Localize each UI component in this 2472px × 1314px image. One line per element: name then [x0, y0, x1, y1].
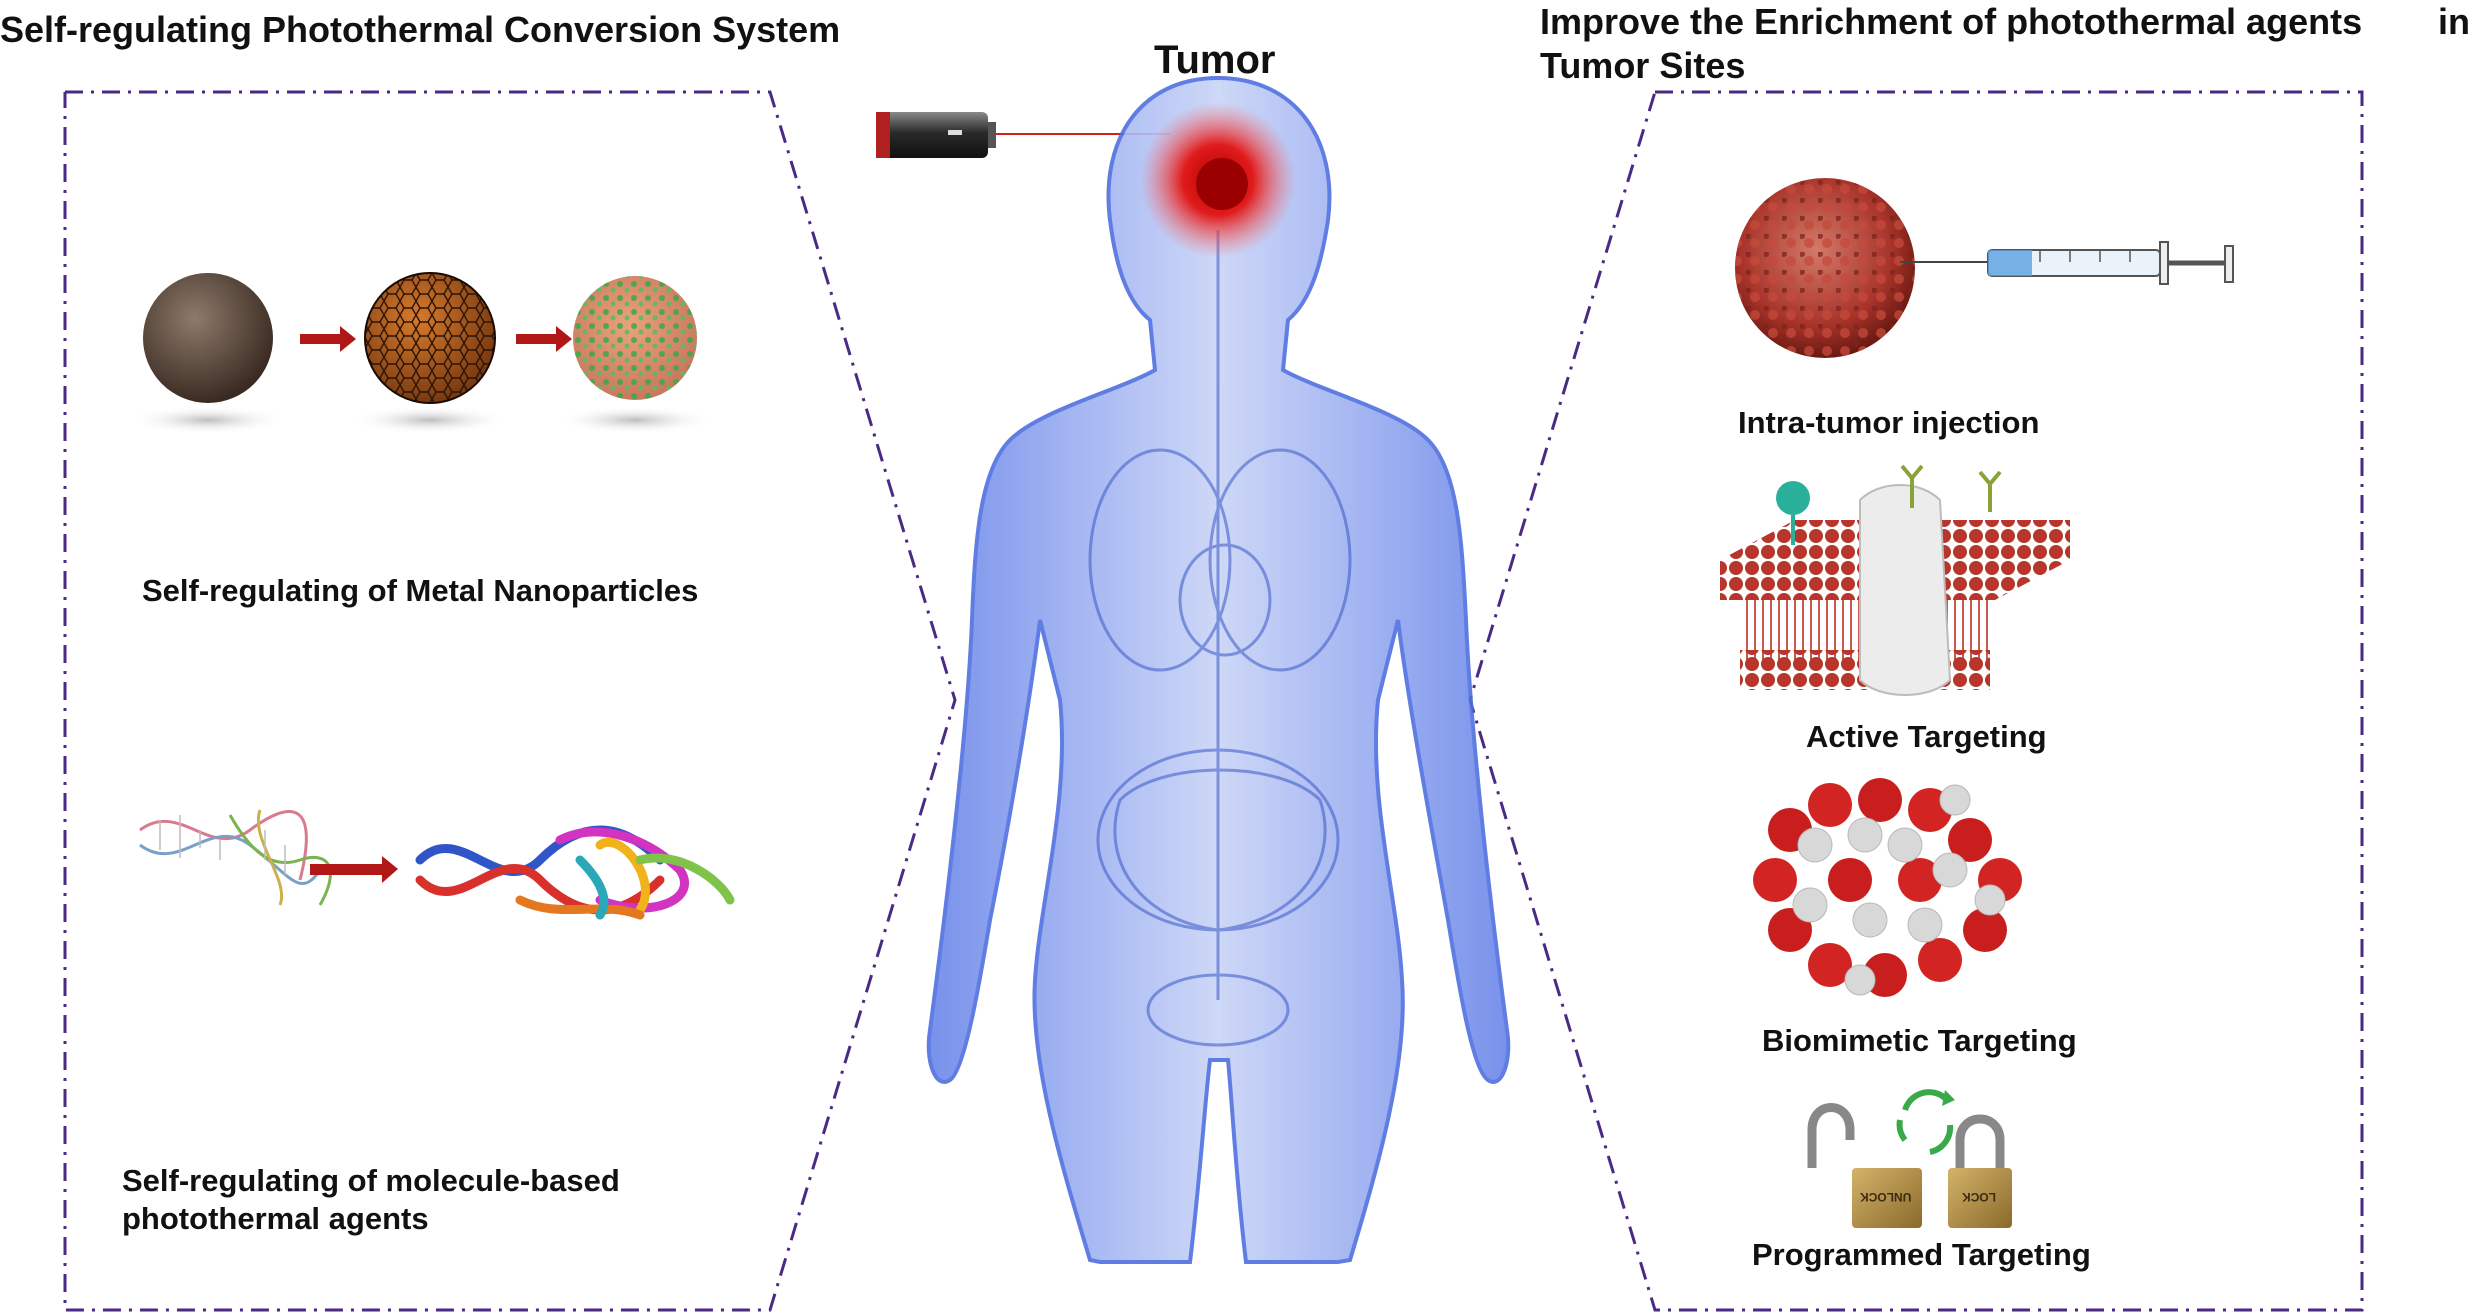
recycle-arrows: [1896, 1089, 1954, 1155]
intra-tumor-injection-label: Intra-tumor injection: [1738, 405, 2040, 440]
tumor-title: Tumor: [1154, 38, 1276, 82]
right-section-title-line1: Improve the Enrichment of photothermal a…: [1540, 1, 2363, 42]
plain-metal-sphere: [143, 273, 273, 403]
unlocked-padlock: [1807, 1103, 1922, 1228]
sphere-shadow-1: [128, 406, 288, 434]
active-targeting-label: Active Targeting: [1806, 719, 2047, 754]
left-section-title: Self-regulating Photothermal Conversion …: [0, 9, 841, 50]
molecule-agents-label-line2: photothermal agents: [122, 1201, 429, 1236]
process-arrow-2: [516, 334, 556, 344]
lock-engraving: LOCK: [1962, 1190, 1996, 1204]
process-arrow-1: [300, 334, 340, 344]
white-cells: [1792, 784, 2006, 996]
biomimetic-targeting-label: Biomimetic Targeting: [1762, 1023, 2077, 1058]
sphere-shadow-3: [555, 406, 715, 434]
receptor-antennae: [1900, 464, 2002, 512]
right-section-title-line2: Tumor Sites: [1540, 45, 1746, 86]
right-panel-frame: [1468, 90, 2364, 1312]
tumor-core: [1196, 158, 1248, 210]
ligand-sphere: [1776, 481, 1810, 515]
locked-padlock: [1948, 1114, 2012, 1228]
syringe: [1900, 241, 2234, 285]
unlock-engraving: UNLOCK: [1860, 1190, 1912, 1204]
molecule-agents-label-line1: Self-regulating of molecule-based: [122, 1163, 620, 1198]
metal-nanoparticles-label: Self-regulating of Metal Nanoparticles: [142, 573, 699, 608]
laser-device: [876, 112, 988, 158]
right-section-title-in: in: [2438, 1, 2470, 42]
transmembrane-protein: [1859, 484, 1952, 696]
sphere-shadow-2: [350, 406, 510, 434]
process-arrow-3: [310, 864, 382, 875]
programmed-targeting-label: Programmed Targeting: [1752, 1237, 2091, 1272]
